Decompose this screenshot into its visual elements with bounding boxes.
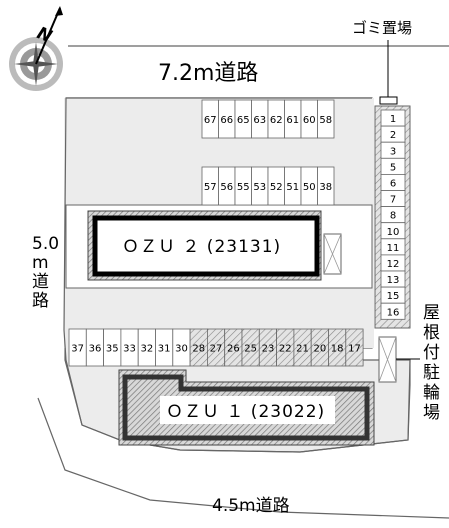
parking-slot-number: 27 bbox=[210, 344, 223, 355]
parking-slot-number: 31 bbox=[158, 344, 171, 355]
vertical-label-char: 路 bbox=[32, 291, 49, 311]
parking-slot-number: 51 bbox=[286, 182, 299, 193]
vertical-label-char: 根 bbox=[423, 323, 440, 343]
parking-slot bbox=[345, 328, 364, 367]
parking-slot-number: 50 bbox=[303, 182, 316, 193]
parking-slot-number: 60 bbox=[303, 115, 316, 126]
parking-slot-number: 10 bbox=[387, 227, 400, 238]
south-road-label: 4.5m道路 bbox=[212, 496, 290, 516]
parking-slot bbox=[317, 99, 335, 139]
parking-slot-number: 55 bbox=[237, 182, 250, 193]
parking-slot-number: 17 bbox=[348, 344, 361, 355]
parking-slot-number: 63 bbox=[253, 115, 266, 126]
parking-slot-number: 35 bbox=[106, 344, 119, 355]
parking-slot-number: 21 bbox=[296, 344, 309, 355]
parking-slot-number: 67 bbox=[204, 115, 217, 126]
parking-slot-number: 32 bbox=[140, 344, 153, 355]
building-ozu2: ＯＺＵ ２ (23131) bbox=[87, 210, 322, 281]
parking-slot-number: 15 bbox=[387, 291, 400, 302]
parking-slot bbox=[380, 302, 406, 320]
parking-slot-number: 6 bbox=[390, 179, 396, 190]
parking-slot-number: 16 bbox=[387, 307, 400, 318]
parking-slot-number: 38 bbox=[319, 182, 332, 193]
building-ozu1-label: ＯＺＵ １ (23022) bbox=[166, 402, 325, 422]
parking-slot-number: 37 bbox=[71, 344, 84, 355]
vertical-label-char: 道 bbox=[32, 272, 49, 292]
south-road-line bbox=[37, 397, 449, 519]
parking-slot-number: 52 bbox=[270, 182, 283, 193]
west-boundary bbox=[63, 97, 83, 426]
south-boundary bbox=[81, 359, 411, 453]
parking-slot-number: 53 bbox=[253, 182, 266, 193]
parking-slot-number: 8 bbox=[390, 211, 396, 222]
north-road-label: 7.2m道路 bbox=[158, 61, 258, 86]
parking-slot-number: 36 bbox=[89, 344, 102, 355]
parking-slot-number: 13 bbox=[387, 275, 400, 286]
vertical-label-char: 駐 bbox=[423, 363, 440, 383]
parking-slot-number: 2 bbox=[390, 130, 396, 141]
compass-icon: N bbox=[9, 6, 63, 91]
parking-slot-number: 23 bbox=[262, 344, 275, 355]
parking-slot-number: 26 bbox=[227, 344, 240, 355]
parking-bottom-row: 37 36 35 33 32 31 30 28 27 26 25 23 22 21 20 18 17 bbox=[68, 328, 364, 367]
vertical-label-char: 輪 bbox=[423, 383, 440, 403]
parking-slot-number: 57 bbox=[204, 182, 217, 193]
parking-slot-number: 58 bbox=[319, 115, 332, 126]
garbage-label: ゴミ置場 bbox=[352, 19, 412, 37]
parking-slot-number: 20 bbox=[313, 344, 326, 355]
parking-slot-number: 62 bbox=[270, 115, 283, 126]
parking-slot-number: 7 bbox=[390, 195, 396, 206]
building-ozu1: ＯＺＵ １ (23022) bbox=[118, 369, 375, 446]
parking-slot-number: 11 bbox=[387, 243, 400, 254]
parking-slot-number: 33 bbox=[123, 344, 136, 355]
vertical-label-char: 5.0 bbox=[32, 234, 59, 254]
building-ozu2-label: ＯＺＵ ２ (23131) bbox=[122, 237, 281, 257]
parking-slot-number: 12 bbox=[387, 259, 400, 270]
vertical-label-char: 付 bbox=[423, 343, 440, 363]
compass-north-label: N bbox=[34, 23, 55, 47]
vertical-label-char: 屋 bbox=[423, 303, 440, 323]
vertical-label-char: m bbox=[32, 253, 49, 273]
parking-slot-number: 25 bbox=[244, 344, 257, 355]
parking-slot-number: 22 bbox=[279, 344, 292, 355]
parking-slot-number: 56 bbox=[220, 182, 233, 193]
parking-slot-number: 1 bbox=[390, 114, 396, 125]
parking-slot-number: 65 bbox=[237, 115, 250, 126]
parking-slot-number: 61 bbox=[286, 115, 299, 126]
vertical-label-char: 場 bbox=[423, 403, 440, 423]
parking-slot-number: 28 bbox=[192, 344, 205, 355]
parking-slot-number: 18 bbox=[331, 344, 344, 355]
garbage-area bbox=[379, 96, 398, 105]
parking-slot bbox=[317, 166, 335, 206]
parking-slot-number: 30 bbox=[175, 344, 188, 355]
parking-slot-number: 5 bbox=[390, 162, 396, 173]
parking-slot-number: 3 bbox=[390, 146, 396, 157]
parking-slot-number: 66 bbox=[220, 115, 233, 126]
